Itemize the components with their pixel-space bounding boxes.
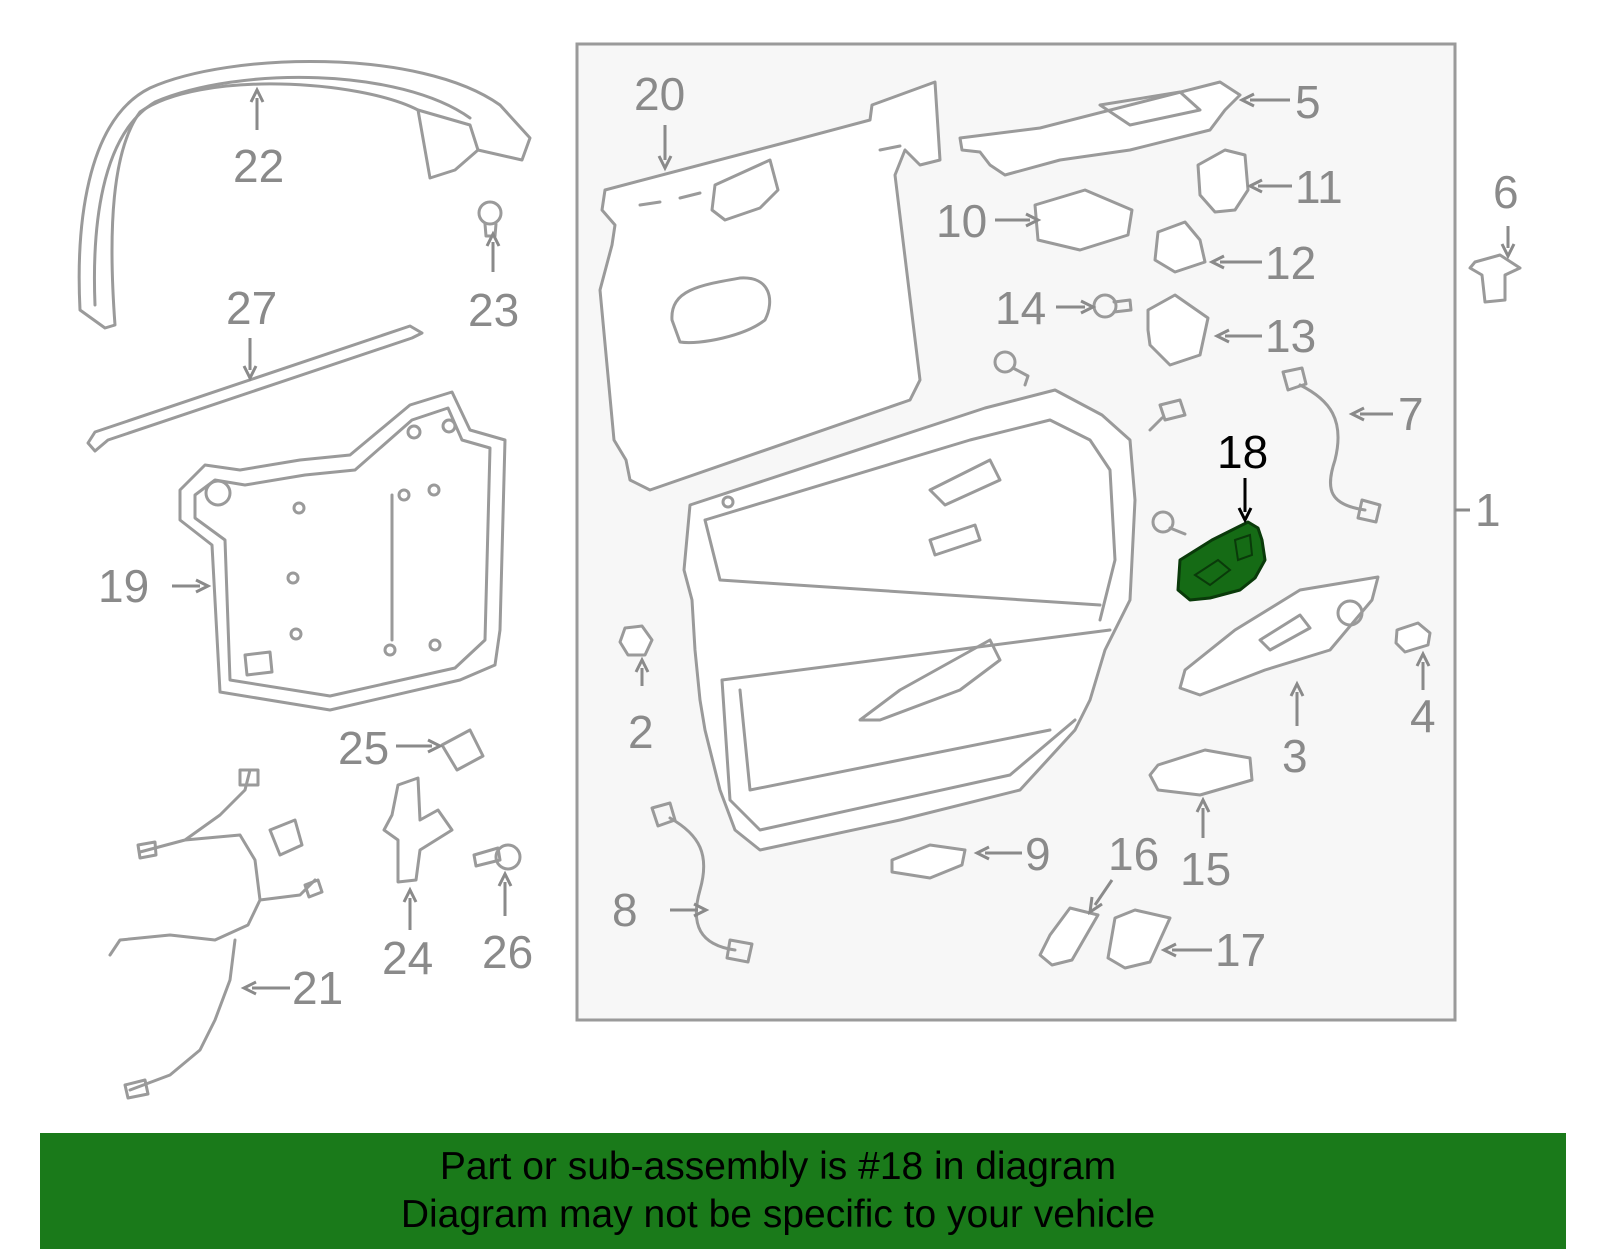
screw [1151, 510, 1187, 536]
callout-8: 8 [612, 884, 638, 936]
callout-13: 13 [1265, 310, 1316, 362]
part-15-pocket [1148, 748, 1254, 797]
callout-6: 6 [1493, 166, 1519, 218]
part-12-switch [1153, 220, 1207, 274]
callout-14: 14 [995, 282, 1046, 334]
callout-21: 21 [292, 962, 343, 1014]
callout-17: 17 [1215, 924, 1266, 976]
part-17-cover [1106, 908, 1172, 970]
part-25-pad [440, 728, 485, 772]
part-8-harness [650, 801, 754, 964]
screw [1148, 398, 1187, 432]
banner-disclaimer: Diagram may not be specific to your vehi… [400, 1193, 1156, 1236]
part-2-nut [618, 624, 654, 657]
part-7-harness [1281, 366, 1382, 524]
callout-25: 25 [338, 722, 389, 774]
part-23-clip [477, 200, 503, 238]
callout-1: 1 [1475, 484, 1501, 536]
part-9-lamp [890, 843, 967, 880]
part-26-bolt [472, 843, 522, 871]
callout-12: 12 [1265, 237, 1316, 289]
part-5-switch-bezel [958, 80, 1242, 177]
part-19-water-deflector [178, 390, 507, 712]
part-10-switch [1033, 188, 1134, 252]
part-27-belt-molding [86, 324, 424, 453]
callout-7: 7 [1398, 388, 1424, 440]
callout-27: 27 [226, 282, 277, 334]
banner-part-note: Part or sub-assembly is #18 in diagram [439, 1145, 1117, 1188]
part-11-switch [1196, 148, 1250, 214]
part-24-bracket [382, 776, 454, 884]
callout-4: 4 [1410, 690, 1436, 742]
part-3-handle-bezel [1178, 575, 1380, 697]
callout-11: 11 [1295, 161, 1343, 213]
callout-18: 18 [1217, 426, 1268, 478]
callout-16: 16 [1108, 828, 1159, 880]
callout-2: 2 [628, 706, 654, 758]
callout-9: 9 [1025, 828, 1051, 880]
callout-15: 15 [1180, 843, 1231, 895]
screw [993, 350, 1030, 387]
part-6-clip [1468, 253, 1522, 304]
part-21-wiring-harness [108, 768, 324, 1100]
info-banner: Part or sub-assembly is #18 in diagram D… [40, 1133, 1566, 1249]
part-4-clip [1394, 621, 1432, 654]
callout-22: 22 [233, 140, 284, 192]
callout-19: 19 [98, 560, 149, 612]
callout-24: 24 [382, 932, 433, 984]
leader-lines [172, 86, 1516, 996]
part-13-module [1146, 293, 1210, 367]
part-16-cover [1038, 906, 1100, 967]
callout-20: 20 [634, 68, 685, 120]
part-22-window-frame [77, 59, 532, 330]
callout-10: 10 [936, 195, 987, 247]
part-20-panel-backer [598, 80, 942, 492]
callout-26: 26 [482, 926, 533, 978]
door-trim-panel [682, 388, 1137, 852]
callout-3: 3 [1282, 730, 1308, 782]
callout-5: 5 [1295, 76, 1321, 128]
part-18-highlighted [1176, 520, 1267, 602]
callout-23: 23 [468, 284, 519, 336]
